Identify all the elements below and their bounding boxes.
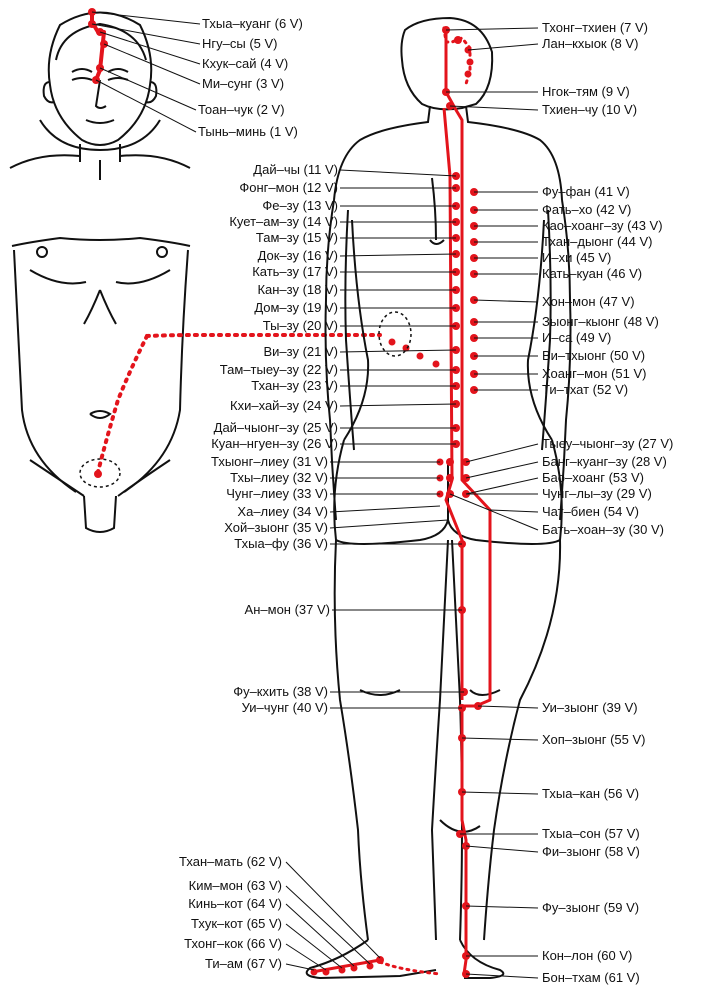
label-58v: Фи–зыонг (58 V): [542, 844, 640, 859]
label-55v: Хоп–зыонг (55 V): [542, 732, 646, 747]
label-57v: Тхыа–сон (57 V): [542, 826, 640, 841]
label-30v: Бать–хоан–зу (30 V): [542, 522, 664, 537]
label-25v: Дай–чыонг–зу (25 V): [214, 420, 338, 435]
label-4v: Кхук–сай (4 V): [202, 56, 288, 71]
label-36v: Тхыа–фу (36 V): [234, 536, 328, 551]
label-44v: Тхан–дыонг (44 V): [542, 234, 652, 249]
label-6v: Тхыа–куанг (6 V): [202, 16, 303, 31]
label-7v: Тхонг–тхиен (7 V): [542, 20, 648, 35]
label-13v: Фе–зу (13 V): [262, 198, 338, 213]
label-24v: Кхи–хай–зу (24 V): [230, 398, 338, 413]
face-figure: [9, 11, 191, 180]
label-3v: Ми–сунг (3 V): [202, 76, 284, 91]
label-15v: Там–зу (15 V): [256, 230, 338, 245]
label-39v: Уи–зыонг (39 V): [542, 700, 638, 715]
label-61v: Бон–тхам (61 V): [542, 970, 640, 985]
label-17v: Кать–зу (17 V): [252, 264, 338, 279]
label-14v: Кует–ам–зу (14 V): [229, 214, 338, 229]
label-54v: Чат–биен (54 V): [542, 504, 639, 519]
label-51v: Хоанг–мон (51 V): [542, 366, 647, 381]
label-52v: Ти–тхат (52 V): [542, 382, 628, 397]
label-37v: Ан–мон (37 V): [245, 602, 330, 617]
label-26v: Куан–нгуен–зу (26 V): [211, 436, 338, 451]
label-18v: Кан–зу (18 V): [257, 282, 338, 297]
label-9v: Нгок–тям (9 V): [542, 84, 630, 99]
label-47v: Хон–мон (47 V): [542, 294, 635, 309]
right-labels: Тхонг–тхиен (7 V) Лан–кхыок (8 V) Нгок–т…: [542, 20, 673, 985]
label-67v: Ти–ам (67 V): [205, 956, 282, 971]
label-1v: Тынь–минь (1 V): [198, 124, 298, 139]
label-65v: Тхук–кот (65 V): [191, 916, 282, 931]
label-35v: Хой–зыонг (35 V): [224, 520, 328, 535]
label-66v: Тхонг–кок (66 V): [184, 936, 282, 951]
label-63v: Ким–мон (63 V): [189, 878, 282, 893]
label-27v: Тыеу–чыонг–зу (27 V): [542, 436, 673, 451]
label-5v: Нгу–сы (5 V): [202, 36, 278, 51]
label-32v: Тхы–лиеу (32 V): [230, 470, 328, 485]
leader-lines: [91, 11, 539, 979]
label-19v: Дом–зу (19 V): [254, 300, 338, 315]
label-10v: Тхиен–чу (10 V): [542, 102, 637, 117]
label-21v: Ви–зу (21 V): [264, 344, 339, 359]
label-49v: И–са (49 V): [542, 330, 611, 345]
kidney-circle: [378, 311, 412, 357]
label-2v: Тоан–чук (2 V): [198, 102, 285, 117]
label-45v: И–хи (45 V): [542, 250, 611, 265]
face-meridian: [88, 8, 108, 84]
label-60v: Кон–лон (60 V): [542, 948, 632, 963]
label-53v: Бао–хоанг (53 V): [542, 470, 644, 485]
label-23v: Тхан–зу (23 V): [251, 378, 338, 393]
label-62v: Тхан–мать (62 V): [179, 854, 282, 869]
label-29v: Чунг–лы–зу (29 V): [542, 486, 652, 501]
label-33v: Чунг–лиеу (33 V): [226, 486, 328, 501]
label-11v: Дай–чы (11 V): [253, 162, 338, 177]
label-34v: Ха–лиеу (34 V): [237, 504, 328, 519]
label-8v: Лан–кхыок (8 V): [542, 36, 638, 51]
left-labels: Тхыа–куанг (6 V) Нгу–сы (5 V) Кхук–сай (…: [179, 16, 338, 971]
label-56v: Тхыа–кан (56 V): [542, 786, 639, 801]
label-42v: Фать–хо (42 V): [542, 202, 631, 217]
label-28v: Банг–куанг–зу (28 V): [542, 454, 667, 469]
label-59v: Фу–зыонг (59 V): [542, 900, 639, 915]
label-20v: Ты–зу (20 V): [263, 318, 338, 333]
back-body-figure: [305, 16, 572, 980]
label-41v: Фу–фан (41 V): [542, 184, 630, 199]
label-48v: Зыонг–кыонг (48 V): [542, 314, 659, 329]
label-38v: Фу–кхить (38 V): [233, 684, 328, 699]
meridian-front-path: [96, 334, 149, 474]
label-43v: Као–хоанг–зу (43 V): [542, 218, 663, 233]
label-50v: Ви–тхыонг (50 V): [542, 348, 645, 363]
label-31v: Тхыонг–лиеу (31 V): [211, 454, 328, 469]
label-12v: Фонг–мон (12 V): [239, 180, 338, 195]
label-40v: Уи–чунг (40 V): [242, 700, 328, 715]
torso-front-figure: [11, 236, 191, 533]
label-22v: Там–тыеу–зу (22 V): [220, 362, 338, 377]
point-bladder-front: [94, 470, 102, 478]
label-16v: Док–зу (16 V): [258, 248, 338, 263]
label-46v: Кать–куан (46 V): [542, 266, 642, 281]
label-64v: Кинь–кот (64 V): [188, 896, 282, 911]
